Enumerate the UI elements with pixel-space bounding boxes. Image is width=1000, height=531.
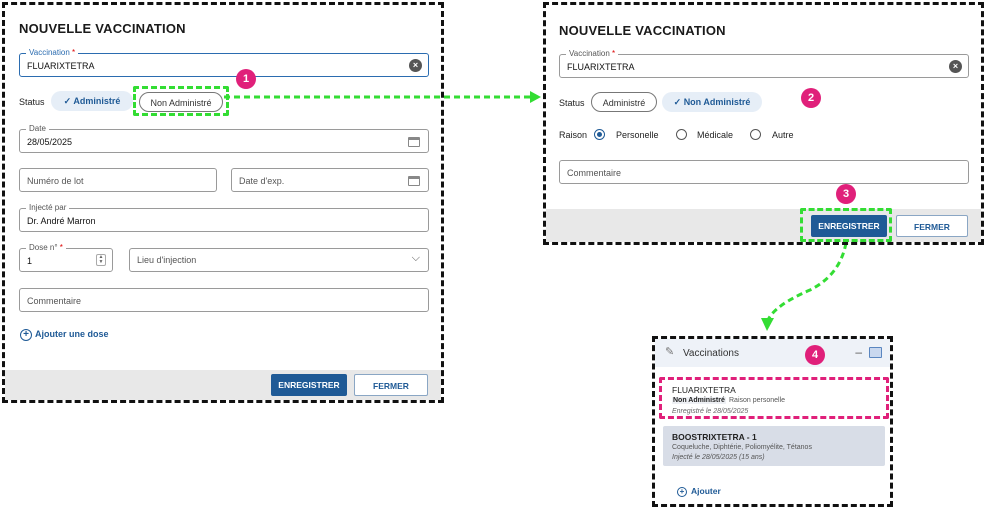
injecte-par-field[interactable]: Injecté par Dr. André Marron (19, 202, 429, 232)
minimize-icon[interactable]: – (855, 345, 862, 359)
highlight-new-item (659, 377, 889, 419)
vaccination-label: Vaccination * (566, 48, 619, 60)
status-non-administre-pill[interactable]: ✓ Non Administré (662, 92, 762, 112)
record-date: Enregistré le 28/05/2025 (672, 408, 749, 415)
radio-personelle-label: Personelle (616, 130, 659, 140)
lot-number-field[interactable]: Numéro de lot (19, 168, 217, 192)
radio-autre[interactable] (750, 129, 761, 140)
lot-number-placeholder: Numéro de lot (27, 176, 84, 186)
form-title: NOUVELLE VACCINATION (559, 23, 726, 38)
nouvelle-vaccination-form-step2: NOUVELLE VACCINATION Vaccination * FLUAR… (543, 2, 984, 245)
stepper-icon[interactable]: ▲▼ (96, 254, 106, 266)
add-dose-link[interactable]: +Ajouter une dose (20, 329, 109, 341)
close-button[interactable]: FERMER (896, 215, 968, 237)
dose-number-label: Dose n° * (26, 242, 66, 254)
step-badge-4: 4 (805, 345, 825, 365)
commentaire-placeholder: Commentaire (27, 296, 82, 306)
nouvelle-vaccination-form-step1: NOUVELLE VACCINATION Vaccination * FLUAR… (2, 2, 444, 403)
highlight-non-administre (133, 86, 229, 116)
radio-medicale[interactable] (676, 129, 687, 140)
dose-number-field[interactable]: Dose n° * 1 ▲▼ (19, 242, 113, 272)
check-icon: ✓ (63, 96, 72, 106)
status-administre-pill[interactable]: Administré (591, 92, 657, 112)
radio-autre-label: Autre (772, 130, 794, 140)
syringe-icon: ✎ (665, 346, 675, 358)
radio-personelle[interactable] (594, 129, 605, 140)
injecte-par-value: Dr. André Marron (27, 216, 96, 226)
commentaire-placeholder: Commentaire (567, 168, 622, 178)
clear-icon[interactable]: × (949, 60, 962, 73)
list-view-icon[interactable] (869, 347, 882, 358)
vaccination-label: Vaccination * (26, 47, 79, 59)
form-title: NOUVELLE VACCINATION (19, 21, 186, 36)
vaccine-name: FLUARIXTETRA (672, 385, 736, 395)
widget-title: Vaccinations (683, 348, 739, 359)
date-label: Date (26, 123, 49, 135)
step-badge-3: 3 (836, 184, 856, 204)
clear-icon[interactable]: × (409, 59, 422, 72)
status-badge: Non Administré (672, 397, 726, 404)
highlight-save-button (800, 208, 892, 242)
close-button[interactable]: FERMER (354, 374, 428, 396)
injecte-par-label: Injecté par (26, 202, 70, 214)
vaccination-field[interactable]: Vaccination * FLUARIXTETRA × (19, 47, 429, 77)
form-footer: ENREGISTRER FERMER (5, 370, 441, 400)
reason-text: Raison personelle (729, 397, 786, 404)
vaccinations-widget: ✎ Vaccinations – FLUARIXTETRA Non Admini… (652, 336, 893, 507)
vaccination-value: FLUARIXTETRA (567, 62, 635, 72)
save-button[interactable]: ENREGISTRER (271, 374, 347, 396)
commentaire-field[interactable]: Commentaire (19, 288, 429, 312)
calendar-icon[interactable] (408, 176, 420, 186)
add-link[interactable]: +Ajouter (677, 486, 721, 497)
lieu-injection-select[interactable]: Lieu d'injection ⌵ (129, 248, 429, 272)
raison-label: Raison (559, 130, 588, 140)
vaccination-field[interactable]: Vaccination * FLUARIXTETRA × (559, 48, 969, 78)
date-field[interactable]: Date 28/05/2025 (19, 123, 429, 153)
vaccine-description: Coqueluche, Diphtérie, Poliomyélite, Tét… (672, 444, 812, 451)
plus-circle-icon: + (20, 329, 32, 341)
plus-circle-icon: + (677, 487, 687, 497)
save-button[interactable]: ENREGISTRER (811, 215, 887, 237)
commentaire-field[interactable]: Commentaire (559, 160, 969, 184)
vaccine-name: BOOSTRIXTETRA - 1 (672, 432, 757, 442)
radio-medicale-label: Médicale (697, 130, 734, 140)
step-badge-2: 2 (801, 88, 821, 108)
chevron-down-icon: ⌵ (411, 252, 420, 264)
lieu-injection-placeholder: Lieu d'injection (137, 255, 197, 265)
injection-date: Injecté le 28/05/2025 (15 ans) (672, 454, 765, 461)
status-label: Status (559, 98, 585, 108)
expiry-date-placeholder: Date d'exp. (239, 176, 285, 186)
calendar-icon[interactable] (408, 137, 420, 147)
expiry-date-field[interactable]: Date d'exp. (231, 168, 429, 192)
widget-header: ✎ Vaccinations – (655, 339, 890, 367)
form-footer: ENREGISTRER FERMER (546, 209, 981, 242)
date-value: 28/05/2025 (27, 137, 73, 147)
vaccination-value: FLUARIXTETRA (27, 61, 95, 71)
dose-number-value: 1 (27, 256, 33, 266)
vaccination-item[interactable]: FLUARIXTETRA Non Administré Raison perso… (663, 381, 885, 419)
check-icon: ✓ (673, 97, 682, 107)
status-administre-pill[interactable]: ✓ Administré (51, 91, 133, 111)
vaccination-item[interactable]: BOOSTRIXTETRA - 1 Coqueluche, Diphtérie,… (663, 426, 885, 466)
step-badge-1: 1 (236, 69, 256, 89)
status-label: Status (19, 97, 45, 107)
status-non-administre-pill[interactable]: Non Administré (139, 92, 223, 112)
